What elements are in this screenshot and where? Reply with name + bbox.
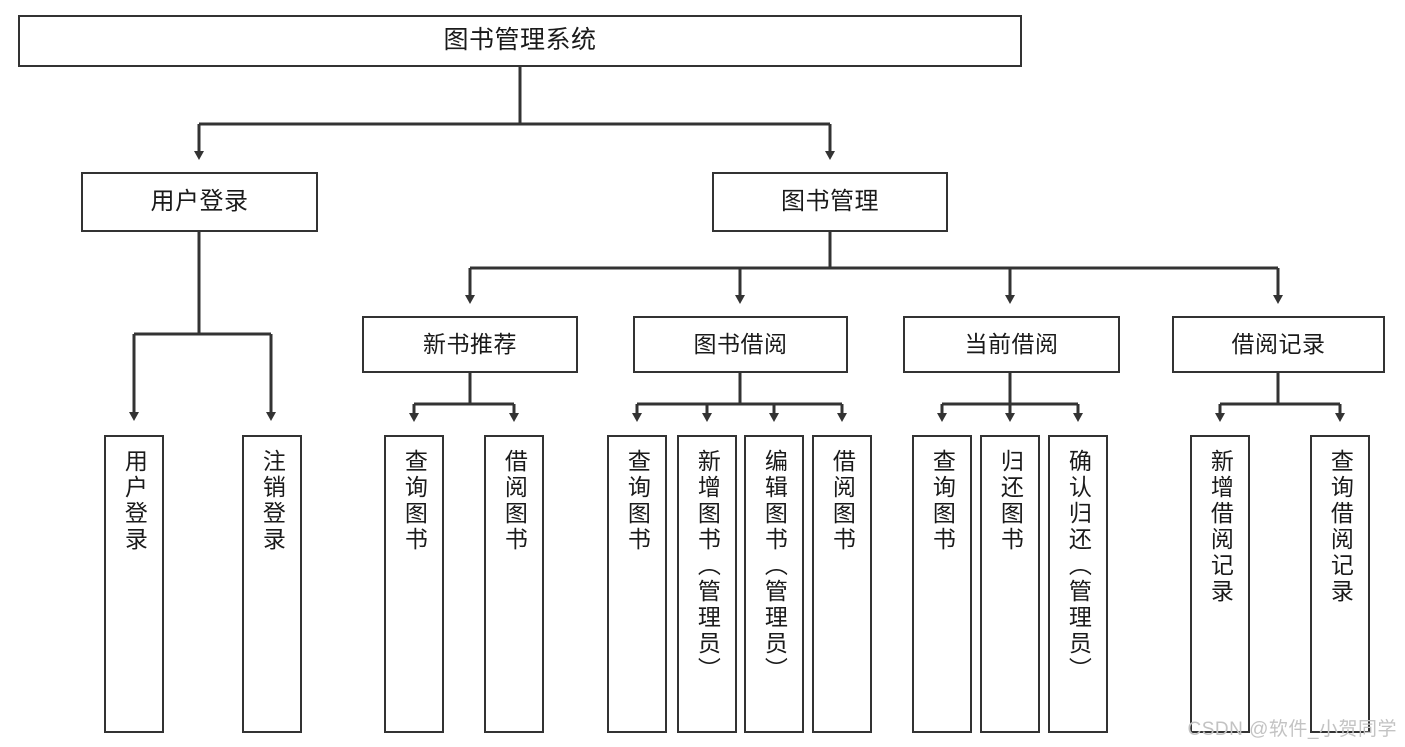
node-leaf-add-book[interactable]: 新增图书（管理员） — [677, 435, 737, 733]
node-borrow-record-label: 借阅记录 — [1231, 330, 1326, 357]
node-leaf-query-book-3-label: 查询图书 — [929, 449, 956, 553]
node-leaf-borrow-book-1-label: 借阅图书 — [501, 449, 528, 553]
node-book-manage[interactable]: 图书管理 — [712, 172, 948, 232]
node-leaf-return-book[interactable]: 归还图书 — [980, 435, 1040, 733]
node-leaf-borrow-book-2-label: 借阅图书 — [829, 449, 856, 553]
node-leaf-user-login[interactable]: 用户登录 — [104, 435, 164, 733]
node-current-borrow-label: 当前借阅 — [964, 330, 1059, 357]
node-leaf-add-book-label: 新增图书（管理员） — [694, 449, 721, 683]
node-leaf-query-record[interactable]: 查询借阅记录 — [1310, 435, 1370, 733]
node-new-book-recommend[interactable]: 新书推荐 — [362, 316, 578, 373]
node-leaf-query-book-3[interactable]: 查询图书 — [912, 435, 972, 733]
node-leaf-edit-book[interactable]: 编辑图书（管理员） — [744, 435, 804, 733]
node-leaf-query-book-1-label: 查询图书 — [401, 449, 428, 553]
node-root[interactable]: 图书管理系统 — [18, 15, 1022, 67]
node-leaf-add-record[interactable]: 新增借阅记录 — [1190, 435, 1250, 733]
node-leaf-confirm-return[interactable]: 确认归还（管理员） — [1048, 435, 1108, 733]
node-root-label: 图书管理系统 — [443, 26, 597, 55]
node-leaf-query-book-2-label: 查询图书 — [624, 449, 651, 553]
csdn-watermark: CSDN @软件_小贺同学 — [1187, 719, 1397, 740]
node-leaf-logout-login[interactable]: 注销登录 — [242, 435, 302, 733]
node-leaf-query-record-label: 查询借阅记录 — [1327, 449, 1354, 605]
node-user-login-label: 用户登录 — [150, 187, 249, 215]
node-leaf-borrow-book-2[interactable]: 借阅图书 — [812, 435, 872, 733]
node-current-borrow[interactable]: 当前借阅 — [903, 316, 1120, 373]
node-book-manage-label: 图书管理 — [781, 187, 879, 215]
node-leaf-edit-book-label: 编辑图书（管理员） — [761, 449, 788, 683]
node-leaf-confirm-return-label: 确认归还（管理员） — [1065, 449, 1092, 683]
node-leaf-logout-login-label: 注销登录 — [259, 449, 286, 553]
node-borrow-record[interactable]: 借阅记录 — [1172, 316, 1385, 373]
node-book-borrow[interactable]: 图书借阅 — [633, 316, 848, 373]
node-leaf-borrow-book-1[interactable]: 借阅图书 — [484, 435, 544, 733]
node-user-login[interactable]: 用户登录 — [81, 172, 318, 232]
node-leaf-return-book-label: 归还图书 — [997, 449, 1024, 553]
node-leaf-query-book-2[interactable]: 查询图书 — [607, 435, 667, 733]
node-leaf-add-record-label: 新增借阅记录 — [1207, 449, 1234, 605]
node-leaf-query-book-1[interactable]: 查询图书 — [384, 435, 444, 733]
node-book-borrow-label: 图书借阅 — [693, 330, 788, 357]
node-leaf-user-login-label: 用户登录 — [121, 449, 148, 553]
node-new-book-recommend-label: 新书推荐 — [423, 330, 517, 357]
